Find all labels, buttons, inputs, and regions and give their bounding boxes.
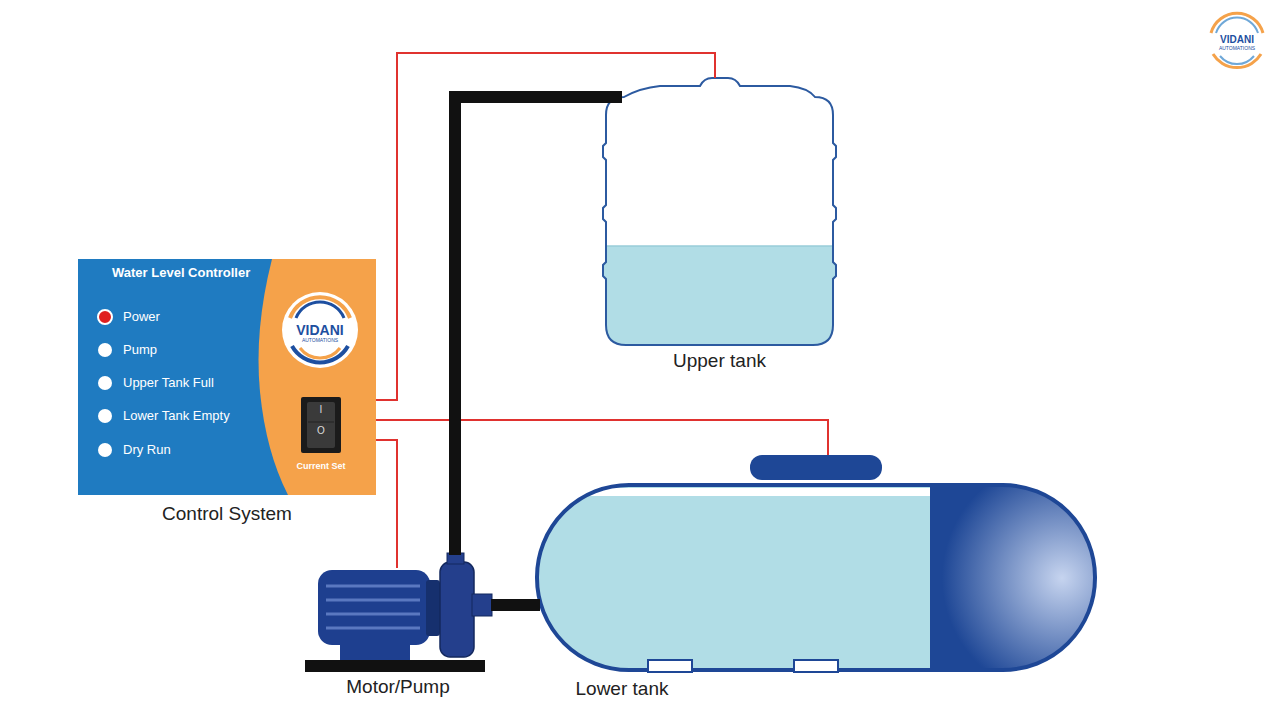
suction-pipe <box>491 599 540 611</box>
tank-outline <box>603 78 836 345</box>
indicator-label: Power <box>123 309 160 325</box>
switch-mark: I <box>311 404 331 416</box>
rocker-face <box>307 402 335 448</box>
node-caption: Control System <box>78 503 376 526</box>
logo-swirl <box>290 297 350 318</box>
watermark-logo <box>1207 10 1267 70</box>
rocker-split <box>308 422 334 423</box>
rocker-switch <box>301 397 341 453</box>
motor-fin <box>326 585 420 588</box>
pump-base <box>305 660 485 672</box>
power-led <box>98 310 112 324</box>
water <box>600 246 840 348</box>
tank-full-led <box>98 376 112 390</box>
signal-wire <box>376 420 828 455</box>
logo-swirl <box>1220 56 1254 64</box>
tank-cap <box>750 455 882 480</box>
panel-accent <box>259 259 377 495</box>
node-caption: Lower tank <box>562 678 682 701</box>
upper-tank: Upper tank <box>603 78 836 374</box>
signal-wire <box>376 53 715 400</box>
logo-swirl <box>1213 54 1261 68</box>
logo-wordmark: VIDANI <box>280 322 360 338</box>
indicator-label: Pump <box>123 342 157 358</box>
motor-end-cap <box>426 580 440 636</box>
indicator-label: Upper Tank Full <box>123 375 214 391</box>
watermark-tagline: AUTOMATIONS <box>1207 46 1267 52</box>
logo-swirl <box>300 348 340 358</box>
tank-body <box>537 485 1095 670</box>
logo-swirl <box>292 346 348 363</box>
logo-disc <box>1207 10 1267 70</box>
upper-tank-drawing <box>600 78 840 348</box>
logo-tagline: AUTOMATIONS <box>280 338 360 344</box>
switch-label: Current Set <box>286 461 356 472</box>
dry-run-led <box>98 443 112 457</box>
power-wire <box>376 440 397 568</box>
control-panel: Water Level ControllerPowerPumpUpper Tan… <box>78 259 376 531</box>
logo-swirl <box>1216 18 1258 33</box>
logo-swirl <box>296 302 344 318</box>
water <box>537 485 930 670</box>
controller-panel <box>78 259 376 495</box>
tank-outline <box>537 485 1095 670</box>
pump-casing <box>440 562 474 657</box>
node-caption: Upper tank <box>603 350 836 373</box>
panel-face <box>78 259 376 495</box>
motor-fin <box>326 599 420 602</box>
motor-fin <box>326 613 420 616</box>
delivery-pipe <box>455 97 622 555</box>
panel-title: Water Level Controller <box>112 265 250 281</box>
tank-foot-notch <box>648 660 692 672</box>
water-line <box>606 245 833 247</box>
logo-swirl <box>1211 13 1263 33</box>
pump-inlet-flange <box>472 594 492 616</box>
lower-tank-drawing <box>537 455 1095 672</box>
motor-pump-drawing <box>305 553 492 672</box>
lower-tank: Lower tank <box>537 455 1095 705</box>
motor-body <box>318 570 430 645</box>
indicator-label: Dry Run <box>123 442 171 458</box>
tank-empty-led <box>98 409 112 423</box>
motor-fin <box>326 627 420 630</box>
motor-pump: Motor/Pump <box>305 555 491 702</box>
node-caption: Motor/Pump <box>305 676 491 699</box>
watermark-wordmark: VIDANI <box>1207 34 1267 46</box>
tank-foot-notch <box>794 660 838 672</box>
indicator-label: Lower Tank Empty <box>123 408 230 424</box>
pump-led <box>98 343 112 357</box>
switch-mark: O <box>311 425 331 437</box>
